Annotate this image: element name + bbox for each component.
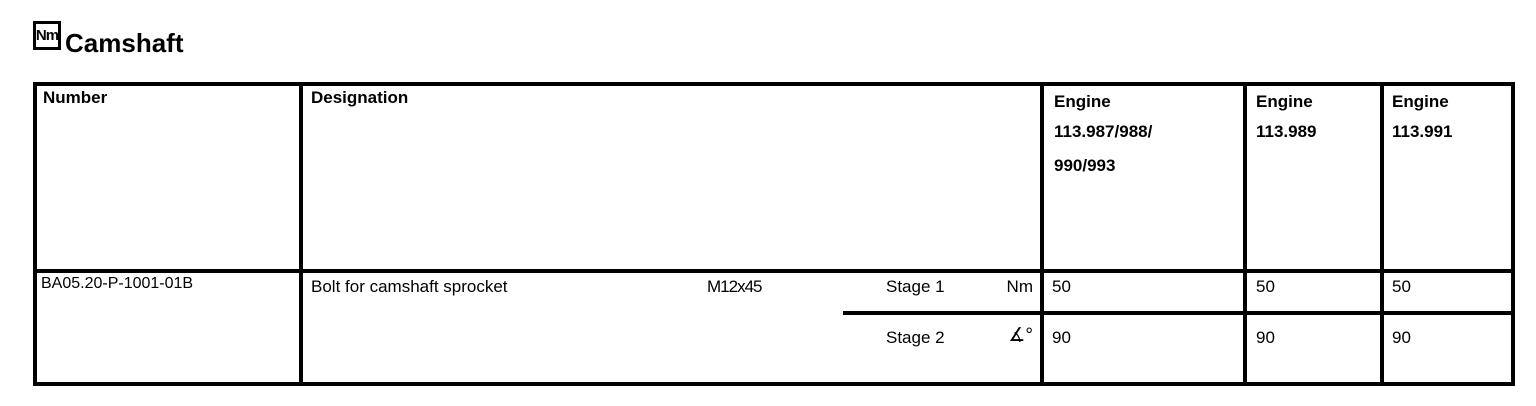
stage2-value-engine1: 90	[1052, 328, 1071, 347]
table-border-bottom	[33, 382, 1515, 386]
table-border-right	[1511, 82, 1515, 386]
part-designation: Bolt for camshaft sprocket	[311, 277, 508, 296]
col-header-engine-1: Engine 113.987/988/ 990/993	[1054, 87, 1234, 181]
part-number: BA05.20-P-1001-01B	[41, 275, 194, 292]
divider-designation-engine1	[1040, 82, 1044, 386]
stage1-value-engine2: 50	[1256, 277, 1275, 296]
engine2-code: 113.989	[1256, 122, 1317, 141]
thread-size: M12x45	[707, 277, 762, 296]
table-border-left	[33, 82, 37, 386]
engine3-code: 113.991	[1392, 122, 1453, 141]
page-title: Camshaft	[65, 28, 184, 58]
stage2-value-engine3: 90	[1392, 328, 1411, 347]
stage2-value-engine2: 90	[1256, 328, 1275, 347]
nm-icon-label: Nm	[35, 27, 59, 44]
engine1-code-line1: 113.987/988/	[1054, 122, 1153, 141]
col-header-number: Number	[43, 88, 108, 107]
table-border-top	[33, 82, 1515, 86]
divider-engine1-engine2	[1243, 82, 1247, 386]
stage1-value-engine1: 50	[1052, 277, 1071, 296]
col-header-engine-3: Engine 113.991	[1392, 87, 1507, 147]
stage1-value-engine3: 50	[1392, 277, 1411, 296]
header-separator-line	[33, 269, 1515, 273]
stage1-label: Stage 1	[886, 277, 945, 296]
divider-engine2-engine3	[1380, 82, 1384, 386]
nm-torque-unit-icon: Nm	[33, 21, 61, 50]
stage2-label: Stage 2	[886, 328, 945, 347]
col-header-designation: Designation	[311, 88, 409, 107]
engine1-code-line2: 990/993	[1054, 156, 1116, 175]
engine1-label: Engine	[1054, 92, 1111, 111]
divider-number-designation	[299, 82, 303, 386]
engine2-label: Engine	[1256, 92, 1313, 111]
stage2-angle-unit: ∡°	[1008, 325, 1033, 346]
col-header-engine-2: Engine 113.989	[1256, 87, 1374, 147]
stage1-unit: Nm	[1006, 277, 1033, 296]
engine3-label: Engine	[1392, 92, 1449, 111]
stage-separator-line	[843, 311, 1515, 315]
